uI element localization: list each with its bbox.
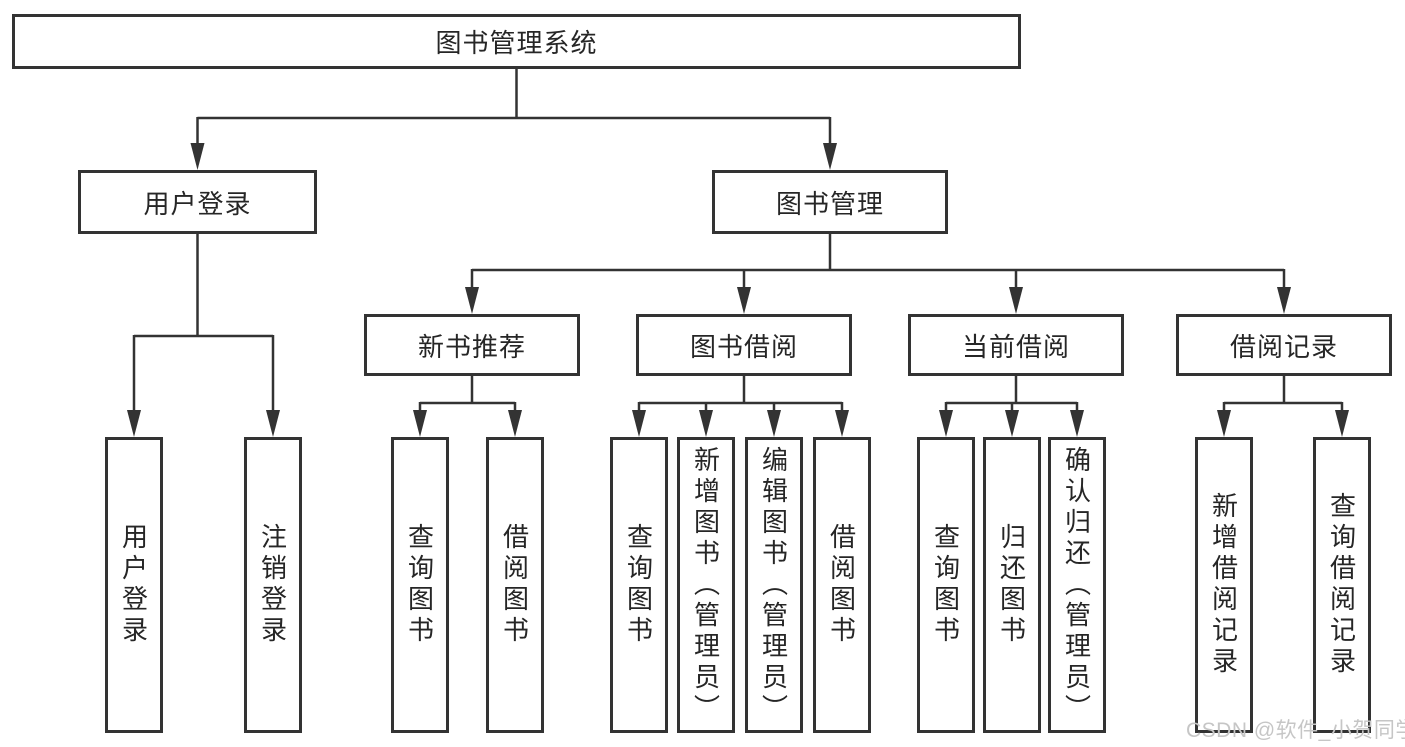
edge-root-to-level2: [196, 69, 832, 146]
leaf-current-confirm-return-admin: 确认归还（管理员）: [1048, 437, 1106, 733]
leaf-recommend-query-book: 查询图书: [391, 437, 449, 733]
node-user-login-branch: 用户登录: [78, 170, 317, 234]
arrowhead-icon: [127, 410, 141, 437]
arrowhead-icon: [767, 410, 781, 437]
arrowhead-icon: [465, 287, 479, 314]
arrowhead-icon: [266, 410, 280, 437]
leaf-borrow-borrow-book: 借阅图书: [813, 437, 871, 733]
arrowhead-icon: [1217, 410, 1231, 437]
leaf-records-add-record: 新增借阅记录: [1195, 437, 1253, 733]
csdn-watermark: CSDN @软件_小贺同学: [1186, 719, 1405, 742]
leaf-borrow-query-book: 查询图书: [610, 437, 668, 733]
arrowhead-icon: [1070, 410, 1084, 437]
node-current-borrowing: 当前借阅: [908, 314, 1124, 376]
leaf-user-login: 用户登录: [105, 437, 163, 733]
edge-records-to-leaves: [1222, 376, 1344, 412]
leaf-current-query-book: 查询图书: [917, 437, 975, 733]
edge-borrow-to-leaves: [637, 376, 844, 412]
leaf-current-return-book: 归还图书: [983, 437, 1041, 733]
arrowhead-icon: [1277, 287, 1291, 314]
arrowhead-icon: [508, 410, 522, 437]
node-borrow-records: 借阅记录: [1176, 314, 1392, 376]
edge-userlogin-to-leaves: [132, 234, 275, 412]
node-book-management: 图书管理: [712, 170, 948, 234]
arrowhead-icon: [413, 410, 427, 437]
edge-recommend-to-leaves: [418, 376, 517, 412]
leaf-user-logout: 注销登录: [244, 437, 302, 733]
edge-bookmgmt-to-level3: [470, 234, 1286, 289]
node-new-book-recommend: 新书推荐: [364, 314, 580, 376]
leaf-borrow-add-book-admin: 新增图书（管理员）: [677, 437, 735, 733]
arrowhead-icon: [190, 143, 205, 170]
node-book-borrowing: 图书借阅: [636, 314, 852, 376]
arrowhead-icon: [699, 410, 713, 437]
edge-current-to-leaves: [944, 376, 1079, 412]
leaf-recommend-borrow-book: 借阅图书: [486, 437, 544, 733]
arrowhead-icon: [1005, 410, 1019, 437]
leaf-borrow-edit-book-admin: 编辑图书（管理员）: [745, 437, 803, 733]
leaf-records-query-record: 查询借阅记录: [1313, 437, 1371, 733]
node-library-system: 图书管理系统: [12, 14, 1021, 69]
arrowhead-icon: [737, 287, 751, 314]
arrowhead-icon: [1009, 287, 1023, 314]
arrowhead-icon: [939, 410, 953, 437]
arrowhead-icon: [835, 410, 849, 437]
arrowhead-icon: [823, 143, 837, 170]
arrowhead-icon: [632, 410, 646, 437]
arrowhead-icon: [1335, 410, 1349, 437]
